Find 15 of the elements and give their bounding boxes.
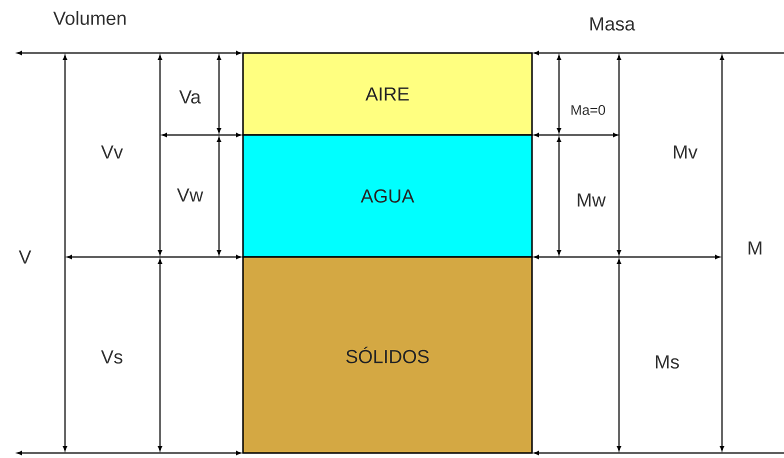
- layer-box: AGUA: [242, 134, 533, 258]
- dimension-label: V: [18, 250, 32, 264]
- dimension-label: Ma=0: [572, 105, 606, 115]
- dimension-label: Ms: [656, 355, 679, 369]
- dimension-label: Mw: [578, 194, 606, 206]
- dimension-label: Vv: [101, 146, 123, 158]
- dimension-label: Masa: [590, 17, 636, 31]
- layer-box: AIRE: [242, 52, 533, 136]
- dimension-label: Vw: [176, 188, 204, 202]
- dimension-label: Mv: [674, 146, 698, 158]
- dimension-label: Volumen: [53, 11, 126, 25]
- dimension-label: M: [748, 242, 762, 254]
- dimension-label: Vs: [101, 350, 122, 364]
- dimension-label: Va: [179, 90, 201, 104]
- layer-box: SÓLIDOS: [242, 256, 533, 454]
